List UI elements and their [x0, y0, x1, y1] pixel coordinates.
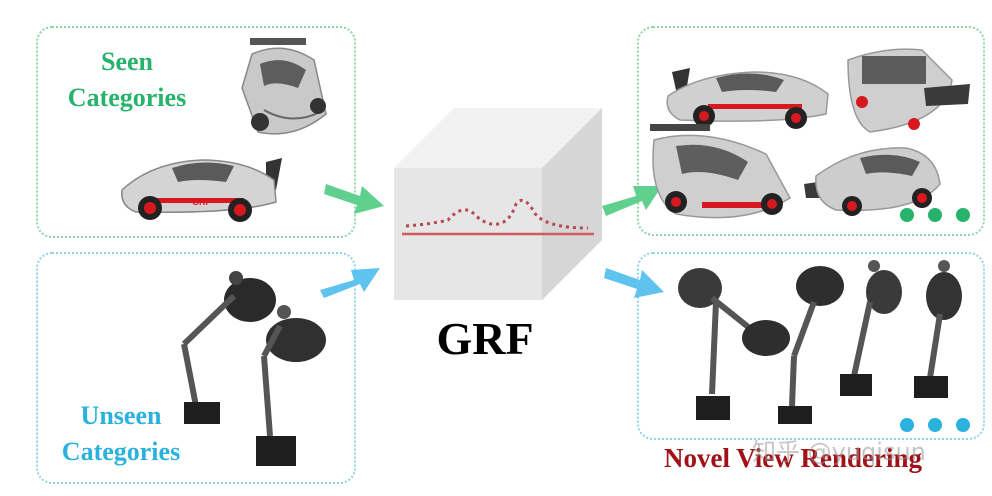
arrow-icon — [320, 268, 380, 298]
ellipsis-dots-icon — [900, 208, 970, 222]
car-image — [847, 48, 970, 133]
cube-icon — [394, 108, 602, 300]
unseen-categories-panel — [36, 252, 356, 484]
car-image — [650, 124, 791, 219]
center-label: GRF — [436, 313, 534, 364]
lamp-image — [914, 260, 962, 398]
lamp-image — [678, 268, 790, 420]
watermark: 知乎 @yuqisun — [752, 438, 926, 466]
density-curve-icon — [402, 198, 594, 236]
seen-label: Seen Categories — [52, 44, 202, 116]
seen-label-line1: Seen — [101, 47, 153, 76]
unseen-label-line2: Categories — [61, 437, 181, 466]
ellipsis-dots-icon — [900, 418, 970, 432]
car-image — [241, 38, 327, 135]
output-seen-panel — [637, 26, 985, 236]
output-unseen-panel — [637, 252, 985, 440]
output-label: Novel View Rendering — [664, 443, 922, 473]
lamp-image — [778, 266, 844, 424]
arrow-icon — [602, 186, 662, 216]
svg-text:GRF: GRF — [192, 197, 212, 207]
unseen-label-line1: Unseen — [80, 401, 162, 430]
car-image — [666, 68, 829, 129]
lamp-image — [840, 260, 902, 396]
lamp-image — [256, 305, 326, 466]
lamp-image — [181, 271, 276, 424]
seen-label-line2: Categories — [67, 83, 187, 112]
car-image — [804, 147, 941, 216]
car-image: GRF — [121, 158, 282, 222]
arrow-icon — [324, 184, 384, 214]
unseen-label: Unseen Categories — [46, 398, 196, 470]
arrow-icon — [604, 268, 664, 298]
seen-categories-panel — [36, 26, 356, 238]
